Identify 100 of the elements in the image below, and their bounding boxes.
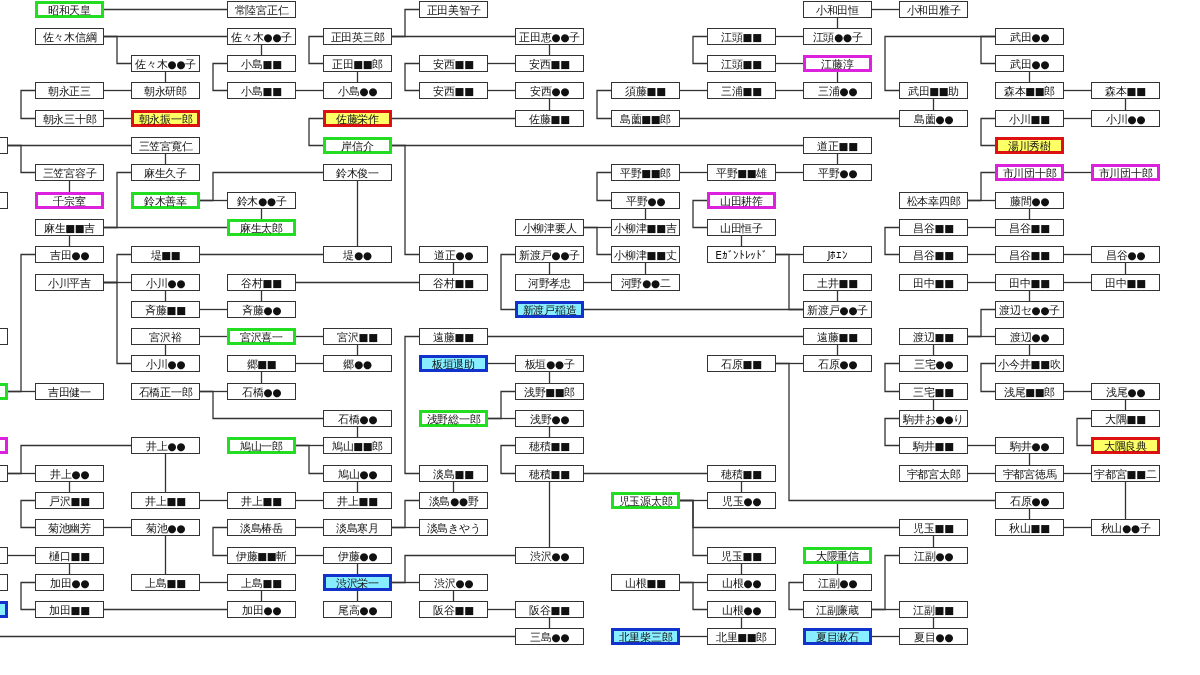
person-box bbox=[707, 492, 776, 509]
person-name: 道正■■ bbox=[817, 139, 858, 152]
person-name: 市川団十郎 bbox=[1098, 166, 1153, 179]
person-box bbox=[1091, 274, 1160, 291]
family-line bbox=[391, 117, 516, 120]
person-name: 小川平吉 bbox=[48, 276, 91, 289]
person-name: 麻生久子 bbox=[144, 166, 187, 179]
person-name: 斉藤●● bbox=[241, 303, 282, 316]
person-box bbox=[803, 55, 872, 72]
family-line bbox=[199, 308, 228, 311]
family-line bbox=[596, 89, 612, 120]
family-line bbox=[164, 453, 167, 493]
person-box bbox=[899, 437, 968, 454]
person-box bbox=[323, 246, 392, 263]
person-box bbox=[803, 164, 872, 181]
family-line bbox=[103, 89, 132, 92]
family-line bbox=[212, 526, 228, 557]
person-box bbox=[131, 492, 200, 509]
person-name: 島薗●● bbox=[913, 112, 954, 125]
person-name: 武田●● bbox=[1009, 30, 1050, 43]
person-name: 宇都宮徳馬 bbox=[1002, 467, 1057, 480]
person-name: 平野■■郎 bbox=[619, 166, 672, 179]
person-name: 三島●● bbox=[529, 630, 570, 643]
family-line bbox=[295, 444, 324, 475]
person-box bbox=[131, 192, 200, 209]
family-line bbox=[199, 335, 228, 338]
person-name: 江藤淳 bbox=[821, 57, 854, 70]
person-name: 田中■■ bbox=[1009, 276, 1050, 289]
person-name: 小島■■ bbox=[241, 57, 282, 70]
person-box bbox=[227, 1, 296, 18]
family-line bbox=[20, 499, 36, 529]
person-box bbox=[995, 246, 1064, 263]
family-line bbox=[775, 171, 804, 174]
person-box bbox=[419, 519, 488, 536]
person-box bbox=[995, 110, 1064, 127]
family-line bbox=[199, 171, 324, 202]
family-line bbox=[967, 308, 996, 338]
person-name: 大隈重信 bbox=[816, 549, 859, 562]
person-name: 岸信介 bbox=[341, 139, 374, 152]
family-line bbox=[391, 554, 516, 584]
person-name: 宮沢■■ bbox=[337, 330, 378, 343]
person-name: 渡辺■■ bbox=[913, 330, 954, 343]
family-line bbox=[1063, 171, 1092, 174]
family-line bbox=[356, 180, 359, 247]
person-box bbox=[515, 547, 584, 564]
person-box bbox=[515, 465, 584, 482]
person-box bbox=[419, 328, 488, 345]
person-name: 浅尾■■郎 bbox=[1003, 385, 1056, 398]
person-name: 石橋●● bbox=[241, 385, 282, 398]
person-box bbox=[419, 465, 488, 482]
person-box bbox=[131, 574, 200, 591]
person-box bbox=[803, 355, 872, 372]
person-box bbox=[803, 28, 872, 45]
person-box bbox=[419, 355, 488, 372]
person-box bbox=[227, 601, 296, 618]
person-name: 渡辺●● bbox=[1009, 330, 1050, 343]
person-box bbox=[995, 164, 1064, 181]
person-box bbox=[323, 519, 392, 536]
person-box bbox=[611, 82, 680, 99]
person-box bbox=[1091, 246, 1160, 263]
family-line bbox=[775, 35, 804, 38]
person-name: 淡島●●野 bbox=[428, 494, 479, 507]
person-box bbox=[899, 246, 968, 263]
person-name: 田中■■ bbox=[913, 276, 954, 289]
person-box bbox=[323, 437, 392, 454]
person-name: 伊藤●● bbox=[337, 549, 378, 562]
person-box bbox=[899, 82, 968, 99]
person-name: 朝永正三 bbox=[48, 84, 91, 97]
person-box bbox=[611, 574, 680, 591]
family-line bbox=[1063, 390, 1092, 393]
family-line bbox=[967, 199, 996, 202]
person-name: 江頭■■ bbox=[721, 57, 762, 70]
person-name: 山根●● bbox=[721, 576, 762, 589]
person-box bbox=[899, 110, 968, 127]
person-name: 昌谷■■ bbox=[1009, 248, 1050, 261]
person-name: 朝永研郎 bbox=[144, 84, 187, 97]
person-name: 淡島■■ bbox=[433, 467, 474, 480]
person-name: 北里柴三郎 bbox=[618, 630, 673, 643]
person-box bbox=[131, 437, 200, 454]
person-name: 児玉■■ bbox=[721, 549, 762, 562]
family-line bbox=[487, 608, 516, 611]
family-line bbox=[391, 144, 420, 256]
person-box bbox=[131, 164, 200, 181]
family-line bbox=[980, 362, 996, 393]
person-name: 三浦■■ bbox=[721, 84, 762, 97]
person-box bbox=[227, 492, 296, 509]
person-box bbox=[515, 301, 584, 318]
person-name: 森本■■郎 bbox=[1003, 84, 1056, 97]
person-name: 市川団十郎 bbox=[1002, 166, 1057, 179]
person-box bbox=[995, 383, 1064, 400]
person-box bbox=[419, 246, 488, 263]
family-line bbox=[295, 89, 324, 92]
person-box bbox=[35, 82, 104, 99]
person-name: 朝永三十郎 bbox=[42, 112, 97, 125]
person-box bbox=[131, 246, 200, 263]
family-line bbox=[404, 335, 420, 475]
family-line bbox=[967, 253, 996, 256]
person-name: 鳩山■■郎 bbox=[331, 439, 384, 452]
person-name: 佐々木信綱 bbox=[42, 30, 97, 43]
person-box bbox=[707, 547, 776, 564]
